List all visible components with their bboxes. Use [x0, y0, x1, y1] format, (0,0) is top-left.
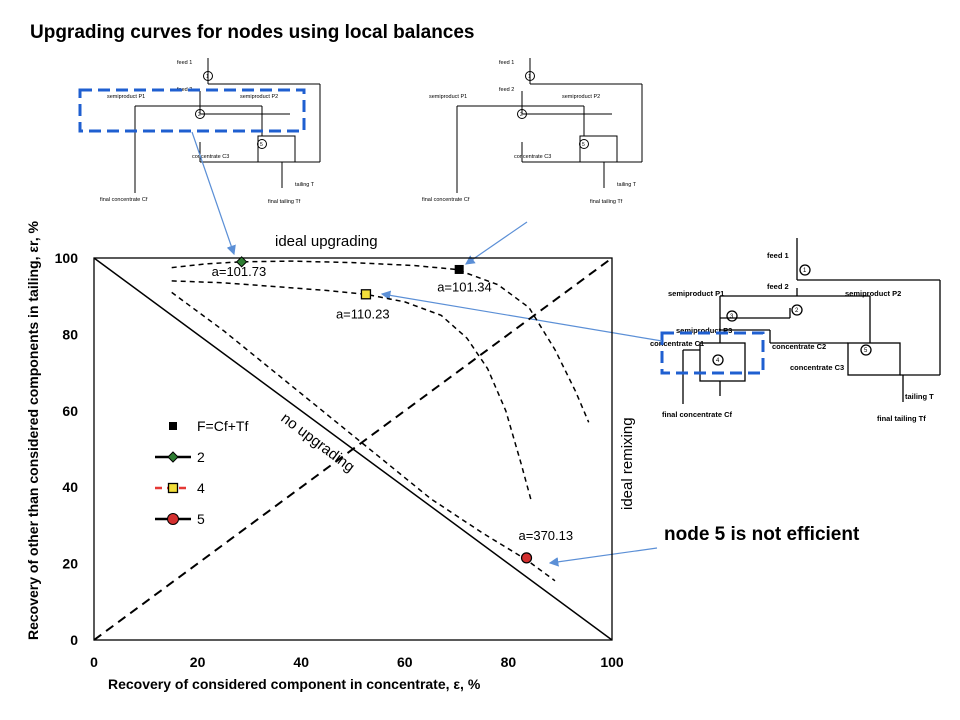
highlight-box-left	[78, 88, 306, 133]
large-diag-final-conc: final concentrate Cf	[662, 410, 733, 419]
y-tick-label: 100	[55, 250, 79, 266]
small-diag-conc3: concentrate C3	[192, 154, 229, 160]
large-diag-node3: 3	[730, 314, 734, 320]
small-diag2-feed1: feed 1	[499, 60, 514, 66]
series-4-curve	[171, 280, 533, 503]
small-diag-sp1: semiproduct P1	[107, 94, 145, 100]
small-diag2-node1: 1	[528, 74, 531, 80]
small-diag2-conc3: concentrate C3	[514, 154, 551, 160]
x-tick-label: 40	[293, 654, 309, 670]
series-5-point	[520, 552, 533, 564]
large-diag-feed2: feed 2	[767, 282, 789, 291]
series-4-label: a=110.23	[336, 306, 390, 321]
large-diag-node4: 4	[716, 358, 720, 364]
small-diag-final-conc: final concentrate Cf	[100, 197, 148, 203]
small-diag2-node5: 5	[582, 142, 585, 148]
large-diag-sp1: semiproduct P1	[668, 289, 724, 298]
no-upgrading-label: no upgrading	[278, 410, 358, 476]
series-4-point	[360, 289, 372, 300]
highlight-box-right	[660, 331, 765, 375]
large-diag-conc3: concentrate C3	[790, 363, 844, 372]
large-diag-feed1: feed 1	[767, 251, 789, 260]
ideal-remixing-line	[93, 257, 613, 641]
legend-label: 2	[197, 449, 205, 465]
y-axis-label: Recovery of other than considered compon…	[25, 221, 41, 640]
large-diag-node1: 1	[803, 268, 807, 274]
x-tick-label: 60	[397, 654, 413, 670]
x-tick-label: 20	[190, 654, 206, 670]
large-diag-conc1: concentrate C1	[650, 339, 704, 348]
small-diag-tailing: tailing T	[295, 182, 315, 188]
series-FCfTf-label: a=101.34	[437, 279, 492, 294]
legend-marker-2	[167, 451, 179, 463]
plot-frame	[93, 257, 613, 641]
series-5-label: a=370.13	[519, 528, 574, 543]
ideal-upgrading-label: ideal upgrading	[275, 233, 378, 250]
legend-marker-feed	[169, 422, 177, 430]
small-diag2-node2: 2	[520, 112, 523, 118]
large-diag-tailing: tailing T	[905, 392, 934, 401]
x-axis-label: Recovery of considered component in conc…	[108, 676, 481, 692]
y-tick-label: 80	[62, 326, 78, 342]
x-tick-label: 100	[600, 654, 624, 670]
small-diag2-sp1: semiproduct P1	[429, 94, 467, 100]
large-diag-sp3: semiproduct P3	[676, 326, 732, 335]
small-diag2-tailing: tailing T	[617, 182, 637, 188]
series-2-curve	[171, 260, 590, 423]
legend-label: F=Cf+Tf	[197, 418, 248, 434]
small-diag2-sp2: semiproduct P2	[562, 94, 600, 100]
small-diag-node2: 2	[198, 112, 201, 118]
node5-callout-text: node 5 is not efficient	[664, 524, 860, 545]
small-diag-final-tailing: final tailing Tf	[268, 199, 301, 205]
small-diag-feed2: feed 2	[177, 87, 192, 93]
y-tick-label: 40	[62, 479, 78, 495]
no-upgrading-line	[93, 257, 613, 641]
slide-title: Upgrading curves for nodes using local b…	[30, 22, 475, 43]
arrow-to-node5	[548, 547, 658, 567]
legend-label: 5	[197, 511, 205, 527]
x-tick-label: 80	[501, 654, 517, 670]
small-diag2-feed2: feed 2	[499, 87, 514, 93]
arrow-to-node4	[380, 290, 663, 342]
large-diag-node2: 2	[795, 308, 799, 314]
series-5-curve	[171, 291, 556, 582]
legend-marker-5	[167, 513, 179, 525]
small-diag-sp2: semiproduct P2	[240, 94, 278, 100]
large-diag-node5: 5	[864, 348, 868, 354]
small-diag2-final-tailing: final tailing Tf	[590, 199, 623, 205]
x-tick-label: 0	[90, 654, 98, 670]
series-2-point	[235, 256, 248, 268]
feed-point	[454, 264, 464, 274]
large-diag-final-tailing: final tailing Tf	[877, 414, 926, 423]
ideal-remixing-label: ideal remixing	[619, 417, 636, 510]
small-diag2-final-conc: final concentrate Cf	[422, 197, 470, 203]
legend-marker-4	[167, 482, 179, 494]
arrow-to-feed-point	[465, 221, 528, 265]
legend-label: 4	[197, 480, 205, 496]
y-tick-label: 0	[70, 632, 78, 648]
large-diag-sp2: semiproduct P2	[845, 289, 901, 298]
y-tick-label: 60	[62, 403, 78, 419]
large-diag-conc2: concentrate C2	[772, 342, 826, 351]
series-2-label: a=101.73	[212, 264, 267, 279]
small-diag-feed1: feed 1	[177, 60, 192, 66]
small-diag-node5: 5	[260, 142, 263, 148]
y-tick-label: 20	[62, 556, 78, 572]
arrow-to-node2	[191, 131, 236, 256]
small-diag-node1: 1	[206, 74, 209, 80]
